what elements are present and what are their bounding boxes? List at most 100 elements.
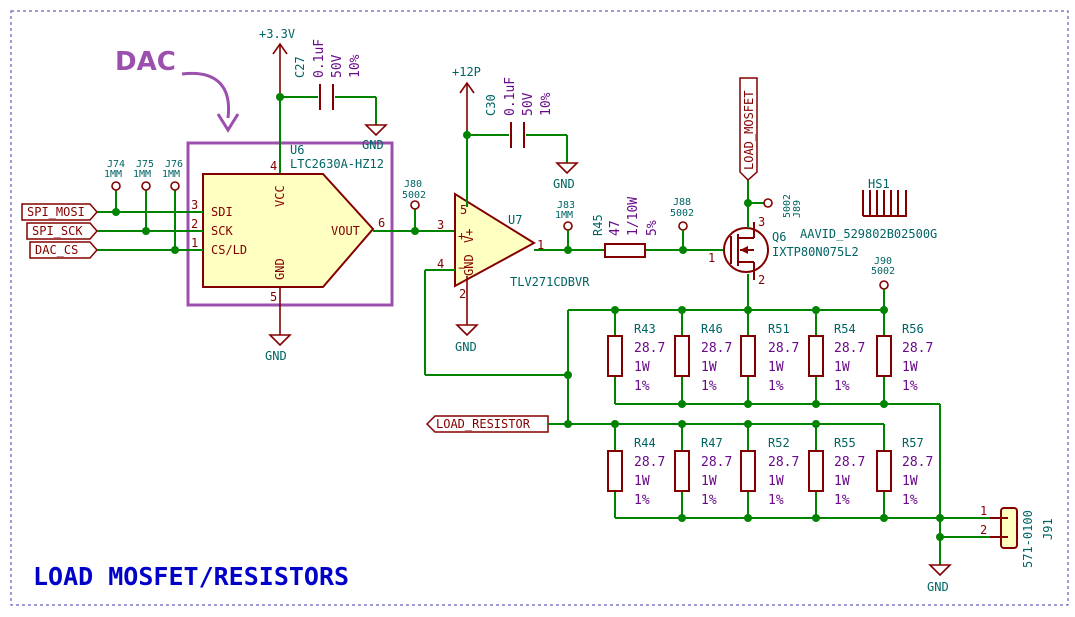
resistor-r43: R43 28.7 1W 1% xyxy=(607,306,665,404)
svg-text:1%: 1% xyxy=(768,493,784,508)
svg-text:J90: J90 xyxy=(874,256,892,267)
svg-text:1W: 1W xyxy=(902,360,918,375)
svg-text:10%: 10% xyxy=(539,92,554,116)
svg-text:5002: 5002 xyxy=(670,208,694,219)
svg-text:1: 1 xyxy=(191,236,198,250)
svg-text:GND: GND xyxy=(273,258,287,280)
svg-text:1%: 1% xyxy=(902,493,918,508)
svg-text:28.7: 28.7 xyxy=(902,455,933,470)
svg-text:28.7: 28.7 xyxy=(701,341,732,356)
hs1-heatsink: HS1 AAVID_529802B02500G xyxy=(800,177,937,241)
svg-text:3: 3 xyxy=(758,215,765,229)
svg-text:3: 3 xyxy=(191,198,198,212)
svg-text:GND: GND xyxy=(455,340,477,354)
svg-text:1MM: 1MM xyxy=(133,169,151,180)
svg-text:5: 5 xyxy=(460,203,467,217)
svg-text:1W: 1W xyxy=(701,360,717,375)
svg-text:CS/LD: CS/LD xyxy=(211,243,247,257)
svg-text:1W: 1W xyxy=(768,360,784,375)
svg-text:J88: J88 xyxy=(673,197,691,208)
svg-text:0.1uF: 0.1uF xyxy=(312,39,327,78)
svg-text:1W: 1W xyxy=(701,474,717,489)
resistor-r57: R57 28.7 1W 1% xyxy=(876,424,933,522)
label-spi-mosi: SPI_MOSI xyxy=(21,203,98,221)
svg-text:R46: R46 xyxy=(701,322,723,336)
svg-text:GND: GND xyxy=(927,580,949,594)
svg-text:28.7: 28.7 xyxy=(634,341,665,356)
svg-text:5002: 5002 xyxy=(402,190,426,201)
svg-text:1MM: 1MM xyxy=(555,210,573,221)
c30-capacitor: C30 0.1uF 50V 10% xyxy=(484,77,554,148)
svg-text:50V: 50V xyxy=(521,92,536,116)
resistor-r46: R46 28.7 1W 1% xyxy=(674,306,732,408)
testpoint-j75: J75 1MM xyxy=(133,159,154,235)
svg-text:GND: GND xyxy=(462,254,476,276)
svg-text:J83: J83 xyxy=(557,200,575,211)
dac-arrow xyxy=(181,71,231,119)
svg-text:DAC_CS: DAC_CS xyxy=(35,243,78,257)
svg-text:+3.3V: +3.3V xyxy=(259,27,295,41)
svg-text:R57: R57 xyxy=(902,436,924,450)
svg-text:−: − xyxy=(458,261,465,275)
svg-text:1/10W: 1/10W xyxy=(626,197,641,236)
svg-text:J75: J75 xyxy=(136,159,154,170)
svg-text:1: 1 xyxy=(708,251,715,265)
resistor-r44: R44 28.7 1W 1% xyxy=(607,420,665,518)
svg-text:SPI_SCK: SPI_SCK xyxy=(32,224,83,238)
svg-text:U6: U6 xyxy=(290,143,304,157)
svg-text:VCC: VCC xyxy=(273,185,287,207)
svg-text:2: 2 xyxy=(980,523,987,537)
svg-text:J80: J80 xyxy=(404,179,422,190)
testpoint-j74: J74 1MM xyxy=(104,159,125,216)
dac-highlight-box xyxy=(186,141,394,307)
gnd-symbol-c30: GND xyxy=(553,162,579,191)
svg-text:47: 47 xyxy=(608,220,623,236)
svg-text:1W: 1W xyxy=(634,474,650,489)
svg-text:5: 5 xyxy=(270,290,277,304)
svg-text:LTC2630A-HZ12: LTC2630A-HZ12 xyxy=(290,157,384,171)
svg-text:V+: V+ xyxy=(462,229,476,243)
svg-text:1W: 1W xyxy=(834,474,850,489)
gnd-symbol-u7: GND xyxy=(455,324,479,354)
svg-text:1W: 1W xyxy=(634,360,650,375)
c27-capacitor: C27 0.1uF 50V 10% xyxy=(293,39,363,110)
u7-opamp: U7 TLV271CDBVR V+ GND + − 3 4 5 2 1 xyxy=(437,192,590,301)
sheet-border xyxy=(10,10,1069,606)
sheet-title: LOAD MOSFET/RESISTORS xyxy=(33,562,349,591)
svg-text:R54: R54 xyxy=(834,322,856,336)
svg-text:1%: 1% xyxy=(634,493,650,508)
svg-text:IXTP80N075L2: IXTP80N075L2 xyxy=(772,245,859,259)
gnd-symbol-c27: GND xyxy=(362,124,388,152)
svg-text:J89: J89 xyxy=(792,200,803,218)
gnd-symbol-u6: GND xyxy=(265,334,292,363)
svg-text:SCK: SCK xyxy=(211,224,233,238)
svg-text:1: 1 xyxy=(537,238,544,252)
svg-text:1W: 1W xyxy=(902,474,918,489)
svg-text:28.7: 28.7 xyxy=(634,455,665,470)
svg-text:R55: R55 xyxy=(834,436,856,450)
svg-text:5002: 5002 xyxy=(782,194,793,218)
svg-text:GND: GND xyxy=(553,177,575,191)
svg-text:SPI_MOSI: SPI_MOSI xyxy=(27,205,85,219)
u6-dac-chip: U6 LTC2630A-HZ12 SDI SCK CS/LD VCC GND V… xyxy=(191,143,385,304)
svg-text:1%: 1% xyxy=(701,493,717,508)
svg-text:3: 3 xyxy=(437,218,444,232)
svg-text:R51: R51 xyxy=(768,322,790,336)
svg-text:1W: 1W xyxy=(834,360,850,375)
svg-text:1MM: 1MM xyxy=(104,169,122,180)
svg-text:0.1uF: 0.1uF xyxy=(503,77,518,116)
svg-text:4: 4 xyxy=(437,257,444,271)
svg-text:28.7: 28.7 xyxy=(768,341,799,356)
dac-annotation: DAC xyxy=(115,47,176,77)
svg-text:1%: 1% xyxy=(834,379,850,394)
svg-text:4: 4 xyxy=(270,159,277,173)
svg-text:1: 1 xyxy=(980,504,987,518)
resistor-r52: R52 28.7 1W 1% xyxy=(740,420,799,522)
dac-arrowhead xyxy=(216,113,240,133)
svg-text:J76: J76 xyxy=(165,159,183,170)
svg-text:28.7: 28.7 xyxy=(701,455,732,470)
svg-text:5%: 5% xyxy=(645,220,660,236)
svg-text:+12P: +12P xyxy=(452,65,481,79)
svg-text:GND: GND xyxy=(265,349,287,363)
svg-text:1W: 1W xyxy=(768,474,784,489)
